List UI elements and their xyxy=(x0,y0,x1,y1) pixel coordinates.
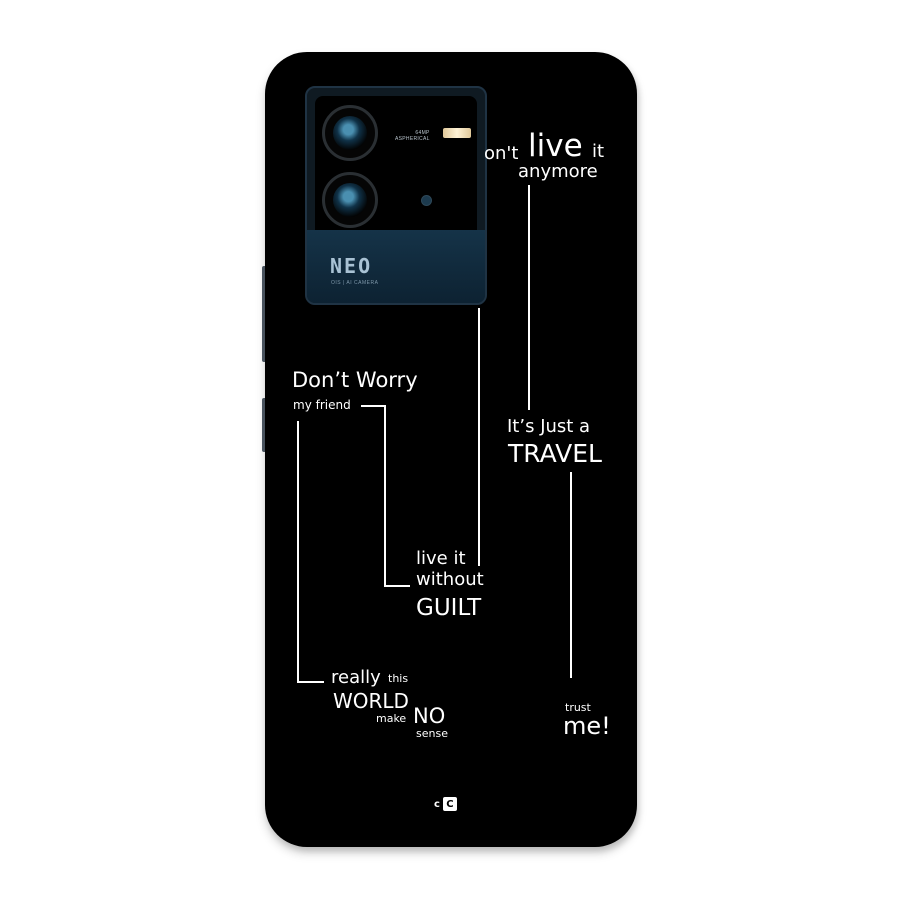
world-make: make xyxy=(376,712,407,725)
top-right-part1: on't xyxy=(484,143,519,164)
logo-left-glyph: c xyxy=(434,798,440,810)
brand-logo: c C xyxy=(434,797,457,811)
connector-line xyxy=(361,405,385,407)
trust-line2: me! xyxy=(563,712,611,740)
travel-line2: TRAVEL xyxy=(508,439,602,468)
guilt-line3: GUILT xyxy=(416,595,482,621)
connector-line xyxy=(297,421,299,683)
world-really: really xyxy=(331,667,381,688)
camera-bottom-panel xyxy=(307,230,485,303)
connector-line xyxy=(570,472,572,678)
lens-spec-text: 64MP ASPHERICAL xyxy=(395,130,430,142)
world-this: this xyxy=(388,672,409,685)
travel-line1: It’s Just a xyxy=(507,416,591,437)
sensor-icon xyxy=(421,195,432,206)
connector-line xyxy=(478,308,480,566)
connector-line xyxy=(297,681,324,683)
camera-module: 64MP ASPHERICAL NEO OIS | AI CAMERA xyxy=(305,86,487,305)
guilt-line2: without xyxy=(416,569,484,590)
top-right-part4: anymore xyxy=(518,161,598,182)
volume-button xyxy=(262,266,267,362)
logo-right-glyph: C xyxy=(442,797,457,811)
top-right-part2: live xyxy=(528,128,583,164)
top-right-part3: it xyxy=(592,141,605,162)
camera-badge-sub: OIS | AI CAMERA xyxy=(331,280,379,286)
trust-line1: trust xyxy=(565,701,591,714)
second-lens-icon xyxy=(322,172,378,228)
dont-worry-title: Don’t Worry xyxy=(292,368,418,392)
world-no: NO xyxy=(413,704,446,728)
power-button xyxy=(262,398,267,452)
world-sense: sense xyxy=(416,727,448,740)
guilt-line1: live it xyxy=(416,548,466,569)
camera-badge: NEO xyxy=(330,254,373,278)
connector-line xyxy=(528,185,530,410)
world-world: WORLD xyxy=(333,689,409,713)
connector-line xyxy=(384,585,410,587)
flash-icon xyxy=(443,128,471,138)
main-lens-icon xyxy=(322,105,378,161)
connector-line xyxy=(384,405,386,587)
dont-worry-sub: my friend xyxy=(293,398,351,412)
